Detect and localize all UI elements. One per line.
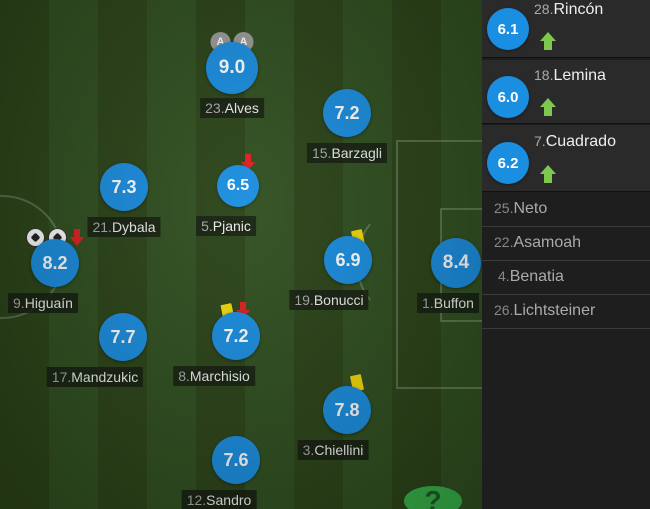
substitute-rating: 6.0	[487, 76, 529, 118]
player-rating: 9.0	[206, 42, 258, 94]
bench-name-label: 22.Asamoah	[494, 234, 581, 252]
bench-row[interactable]: 4.Benatia	[482, 261, 650, 295]
player-name-label: 3.Chiellini	[297, 440, 369, 460]
substitute-rating: 6.1	[487, 8, 529, 50]
substitute-row[interactable]: 6.2 7.Cuadrado	[482, 125, 650, 192]
player-rating: 7.7	[99, 313, 147, 361]
player-rating: 8.4	[431, 238, 481, 288]
player-rating: 7.2	[212, 312, 260, 360]
bench-name: Lichtsteiner	[513, 302, 596, 319]
bench-name-label: 4.Benatia	[498, 268, 564, 286]
sub-on-arrow-icon	[540, 165, 556, 183]
player-name: Sandro	[206, 492, 252, 508]
bench-number: 26.	[494, 302, 514, 318]
player-number: 5.	[201, 218, 213, 234]
player-name: Chiellini	[314, 442, 364, 458]
player-rating: 7.2	[323, 89, 371, 137]
player-name: Mandzukic	[71, 369, 139, 385]
bench-name: Asamoah	[513, 234, 582, 251]
player-rating: 7.6	[212, 436, 260, 484]
sub-off-arrow-icon	[70, 229, 84, 247]
substitute-row[interactable]: 6.1 28.Rincón	[482, 0, 650, 58]
bench-row[interactable]: 22.Asamoah	[482, 227, 650, 261]
bench-row[interactable]: 25.Neto	[482, 193, 650, 227]
player-name-label: 9.Higuaín	[8, 293, 78, 313]
player-number: 3.	[302, 442, 315, 458]
player-name-label: 8.Marchisio	[173, 366, 255, 386]
player-name: Alves	[224, 100, 259, 116]
substitute-name-label: 18.Lemina	[534, 67, 606, 85]
player-name-label: 19.Bonucci	[289, 290, 369, 310]
player-name: Buffon	[433, 295, 474, 311]
player-number: 17.	[51, 369, 72, 385]
player-name-label: 1.Buffon	[417, 293, 479, 313]
pitch: A A 9.0 23.Alves 7.2 15.Barzagli 7.3 21.…	[0, 0, 482, 509]
bench-name-label: 25.Neto	[494, 200, 547, 218]
player-name-label: 17.Mandzukic	[46, 367, 144, 387]
player-number: 12.	[186, 492, 207, 508]
player-events	[241, 154, 255, 172]
sub-on-arrow-icon	[540, 98, 556, 116]
player-name-label: 12.Sandro	[181, 490, 257, 509]
substitute-name: Rincón	[553, 1, 604, 18]
player-number: 9.	[13, 295, 25, 311]
substitute-name-label: 7.Cuadrado	[534, 133, 616, 151]
bench-number: 25.	[494, 200, 514, 216]
substitute-row[interactable]: 6.0 18.Lemina	[482, 60, 650, 124]
player-name: Bonucci	[313, 292, 364, 308]
substitute-number: 18.	[534, 67, 554, 83]
substitute-rating: 6.2	[487, 142, 529, 184]
player-rating: 7.8	[323, 386, 371, 434]
player-name: Pjanic	[212, 218, 251, 234]
player-number: 21.	[92, 219, 112, 235]
bench-number: 4.	[498, 268, 510, 284]
bench-name-label: 26.Lichtsteiner	[494, 302, 595, 320]
player-rating: 7.3	[100, 163, 148, 211]
player-rating: 6.5	[217, 165, 259, 207]
player-name-label: 21.Dybala	[87, 217, 161, 237]
bench-row[interactable]: 26.Lichtsteiner	[482, 295, 650, 329]
sub-off-arrow-icon	[241, 154, 255, 172]
bench-name: Benatia	[509, 268, 564, 285]
player-name-label: 23.Alves	[200, 98, 264, 118]
player-number: 19.	[294, 292, 314, 308]
substitute-name: Lemina	[553, 67, 606, 84]
bench-number: 22.	[494, 234, 514, 250]
bench-name: Neto	[513, 200, 548, 217]
substitute-number: 28.	[534, 1, 554, 17]
substitute-name-label: 28.Rincón	[534, 1, 603, 19]
player-name: Higuaín	[24, 295, 73, 311]
player-name-label: 5.Pjanic	[196, 216, 256, 236]
player-rating: 6.9	[324, 236, 372, 284]
substitute-number: 7.	[534, 133, 546, 149]
player-name: Barzagli	[331, 145, 383, 161]
goal-ball-icon	[26, 228, 45, 247]
player-name-label: 15.Barzagli	[306, 143, 388, 163]
player-number: 15.	[311, 145, 332, 161]
player-number: 1.	[422, 295, 434, 311]
help-button[interactable]: ?	[404, 486, 462, 509]
player-name: Marchisio	[189, 368, 250, 384]
player-rating: 8.2	[31, 239, 79, 287]
player-name: Dybala	[111, 219, 156, 235]
substitutes-panel: 6.1 28.Rincón 6.0 18.Lemina 6.2 7.Cuadra…	[482, 0, 650, 509]
player-number: 23.	[205, 100, 225, 116]
player-number: 8.	[178, 368, 190, 384]
sub-on-arrow-icon	[540, 32, 556, 50]
substitute-name: Cuadrado	[545, 133, 616, 150]
